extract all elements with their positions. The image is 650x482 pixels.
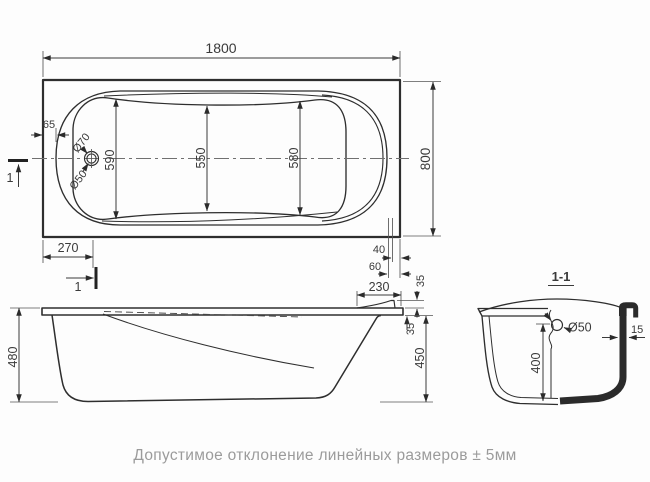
- dim-230-label: 230: [369, 280, 390, 294]
- section-marker-bottom-label: 1: [75, 280, 82, 294]
- side-inner-curve: [102, 313, 315, 369]
- overflow-d50-label: Ø50: [568, 321, 592, 335]
- section-title: 1-1: [552, 269, 571, 284]
- dim-270-label: 270: [58, 241, 79, 255]
- dim-580-label: 580: [287, 148, 301, 169]
- tub-bowl-edge-bottom: [101, 211, 338, 223]
- side-body-outline: [51, 314, 382, 403]
- drain-d70-leader: [80, 145, 88, 154]
- section-marker-left: 1: [7, 159, 28, 187]
- side-hidden-edge: [103, 311, 303, 318]
- dim-35-rim-label: 35: [405, 323, 417, 335]
- section-rim-hook: [619, 302, 639, 318]
- dim-800-label: 800: [418, 148, 433, 171]
- tub-bowl-edge-top: [103, 92, 333, 98]
- dim-65-label: 65: [43, 119, 55, 131]
- dim-1800-label: 1800: [205, 40, 236, 56]
- dim-480-label: 480: [6, 347, 20, 368]
- dim-40-label: 40: [373, 244, 385, 256]
- dim-450-label: 450: [413, 348, 427, 369]
- section-left-flange: [477, 307, 548, 317]
- section-break-line: [548, 309, 554, 398]
- dim-400-label: 400: [529, 353, 543, 374]
- drain-d50-label: Ø50: [68, 168, 90, 192]
- overflow-hole-circle: [550, 318, 564, 332]
- section-left-wall-outer: [481, 315, 559, 406]
- overflow-d50-arrow-right: [563, 327, 573, 334]
- dim-60-label: 60: [369, 261, 381, 273]
- tub-rim-outline: [55, 90, 388, 226]
- tub-rim-inner-right: [321, 94, 384, 222]
- drain-d50-leader: [81, 163, 89, 172]
- dim-15-label: 15: [631, 324, 643, 336]
- tolerance-caption: Допустимое отклонение линейных размеров …: [133, 447, 517, 464]
- overflow-d50-arrow-left: [543, 312, 551, 321]
- section-left-wall-inner: [488, 315, 559, 399]
- dim-550-label: 550: [194, 148, 208, 169]
- section-top-arc: [478, 298, 625, 313]
- tub-bowl-outline: [72, 97, 347, 220]
- top-view: Ø70 Ø50 590 550 580 65 1800 800 270 40: [7, 40, 441, 294]
- section-marker-left-label: 1: [7, 171, 14, 185]
- side-rim-slab: [41, 307, 404, 316]
- dim-35-headrest-label: 35: [415, 275, 427, 287]
- side-view: 480 230 35 35 450: [6, 275, 433, 403]
- ext-35-headrest: [397, 300, 424, 309]
- ext-40-60: [388, 218, 401, 278]
- dim-590-label: 590: [103, 150, 117, 171]
- section-cut-wall: [559, 315, 627, 405]
- side-headrest-bump: [356, 299, 396, 309]
- section-view: 1-1 Ø50 400 15: [477, 269, 645, 406]
- section-marker-bottom: 1: [66, 267, 98, 294]
